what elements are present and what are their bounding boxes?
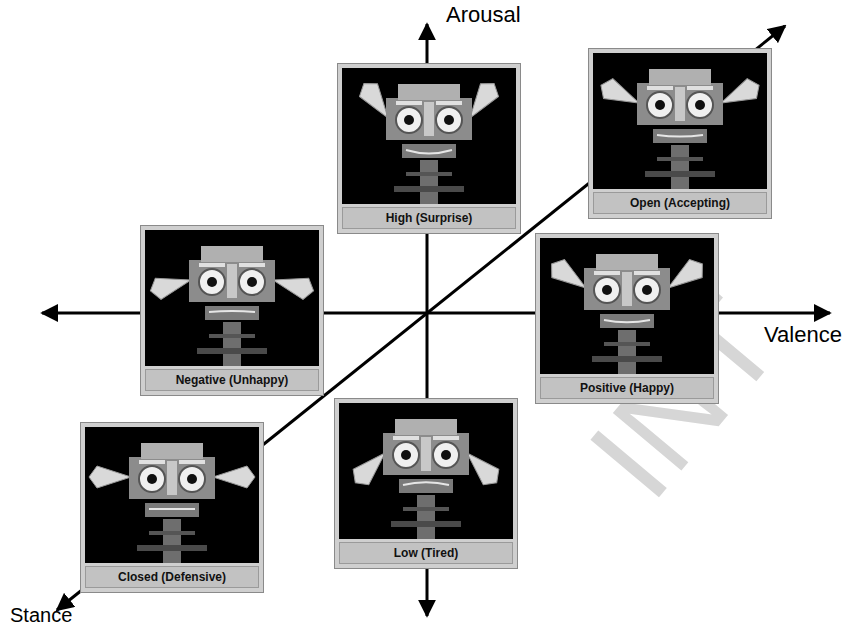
robot-photo xyxy=(540,238,714,374)
robot-photo xyxy=(342,68,516,204)
photo-panel: Closed (Defensive) xyxy=(80,422,264,593)
robot-face xyxy=(348,419,505,539)
robot-photo xyxy=(85,427,259,563)
robot-illustration xyxy=(85,427,259,563)
photo-panel: Negative (Unhappy) xyxy=(140,225,324,396)
axis-label: Arousal xyxy=(446,2,521,27)
robot-face xyxy=(545,254,708,374)
panel-caption: Closed (Defensive) xyxy=(85,566,259,588)
robot-photo xyxy=(145,230,319,366)
panel-caption: Open (Accepting) xyxy=(593,192,767,214)
photo-panel: Positive (Happy) xyxy=(535,233,719,404)
panel-caption: Negative (Unhappy) xyxy=(145,369,319,391)
photo-panel: Low (Tired) xyxy=(334,398,518,569)
panel-caption: Low (Tired) xyxy=(339,542,513,564)
robot-face xyxy=(148,246,317,366)
panel-caption: Positive (Happy) xyxy=(540,377,714,399)
robot-photo xyxy=(593,53,767,189)
robot-photo xyxy=(339,403,513,539)
panel-caption: High (Surprise) xyxy=(342,207,516,229)
robot-illustration xyxy=(145,230,319,366)
photo-panel: Open (Accepting) xyxy=(588,48,772,219)
axis-label: Stance xyxy=(10,604,72,627)
robot-illustration xyxy=(339,403,513,539)
axis-label: Valence xyxy=(764,322,842,347)
photo-panel: High (Surprise) xyxy=(337,63,521,234)
robot-face xyxy=(355,77,503,204)
robot-face xyxy=(596,69,763,189)
robot-illustration xyxy=(593,53,767,189)
robot-illustration xyxy=(342,68,516,204)
robot-illustration xyxy=(540,238,714,374)
robot-face xyxy=(89,443,255,563)
